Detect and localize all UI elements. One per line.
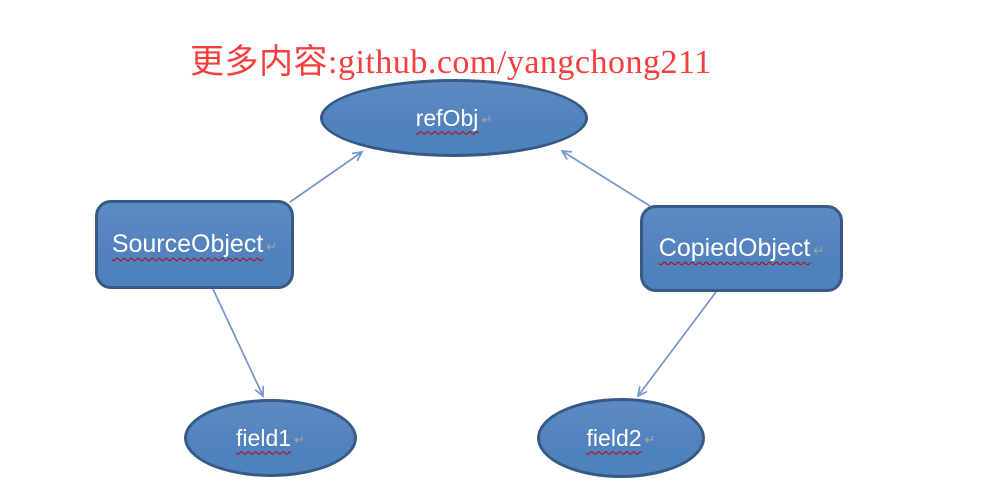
- node-field2: field2 ↵: [537, 398, 705, 478]
- node-field1-label: field1: [236, 424, 292, 451]
- paragraph-mark-icon: ↵: [644, 432, 656, 447]
- node-refobj: refObj ↵: [320, 79, 588, 157]
- node-copiedobject-label: CopiedObject: [658, 234, 811, 262]
- node-sourceobject-label: SourceObject: [111, 230, 264, 258]
- node-field1: field1 ↵: [184, 399, 357, 477]
- paragraph-mark-icon: ↵: [294, 432, 305, 447]
- edge-sourceobject-to-field1: [212, 288, 265, 398]
- edge-copiedobject-to-field2: [636, 291, 717, 398]
- edge-copiedobject-to-refobj: [560, 149, 651, 207]
- node-copiedobject: CopiedObject ↵: [640, 205, 843, 292]
- watermark-text: 更多内容:github.com/yangchong211: [190, 44, 712, 81]
- node-refobj-label: refObj: [415, 104, 479, 131]
- paragraph-mark-icon: ↵: [481, 112, 493, 127]
- paragraph-mark-icon: ↵: [266, 238, 278, 254]
- node-sourceobject: SourceObject ↵: [95, 200, 294, 289]
- edge-sourceobject-to-refobj: [289, 150, 364, 203]
- node-field2-label: field2: [586, 424, 642, 451]
- paragraph-mark-icon: ↵: [813, 242, 825, 258]
